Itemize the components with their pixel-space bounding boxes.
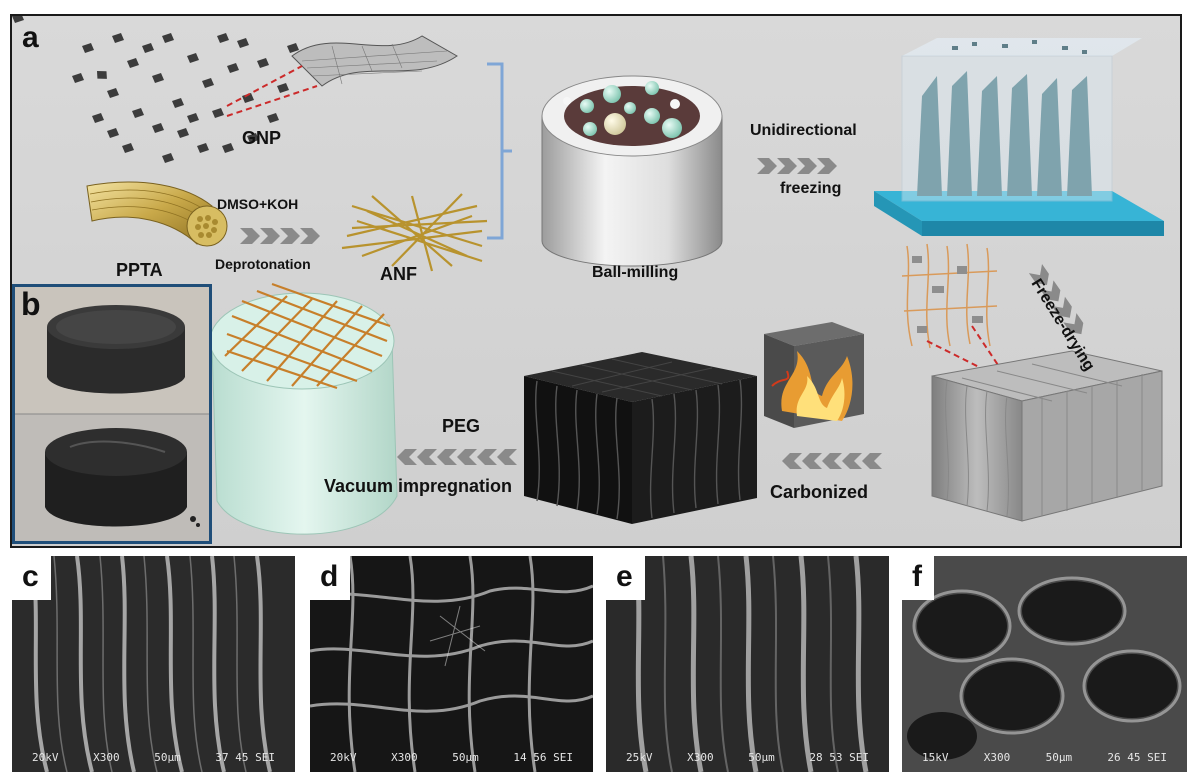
label-carbonized: Carbonized: [770, 482, 868, 503]
sem-kv: 15kV: [922, 751, 949, 764]
label-ball-milling: Ball-milling: [592, 264, 678, 282]
panel-label-a: a: [16, 22, 45, 56]
sem-info-bar-f: 15kV X300 50μm 26 45 SEI: [902, 751, 1187, 764]
sem-scale: 50μm: [1046, 751, 1073, 764]
sem-texture-e: [606, 556, 889, 772]
panel-label-c: c: [12, 556, 51, 600]
sem-texture-d: [310, 556, 593, 772]
sem-info: 28 53 SEI: [809, 751, 869, 764]
sem-mag: X300: [93, 751, 120, 764]
sem-image-d: d 20kV X300 50μm 14 56 SEI: [310, 556, 593, 772]
sem-image-e: e 25kV X300 50μm 28 53 SEI: [606, 556, 889, 772]
sem-texture-f: [902, 556, 1187, 772]
panel-b-photos: b: [12, 284, 212, 544]
label-gnp: GNP: [242, 128, 281, 149]
panel-label-e: e: [606, 556, 645, 600]
arrow-vacuum-impregnation: [397, 449, 517, 465]
sem-info: 37 45 SEI: [215, 751, 275, 764]
arrow-deprotonation: [240, 228, 320, 244]
panel-label-d: d: [310, 556, 350, 600]
ppta-fiber-bundle: [87, 182, 227, 246]
sem-image-c: c 20kV X300 50μm 37 45 SEI: [12, 556, 295, 772]
sem-image-f: f 15kV X300 50μm 26 45 SEI: [902, 556, 1187, 772]
graphene-sheet: [227, 36, 457, 116]
sample-photos: [15, 287, 209, 541]
arrow-freezing: [757, 158, 837, 174]
sem-info-bar-d: 20kV X300 50μm 14 56 SEI: [310, 751, 593, 764]
sem-mag: X300: [687, 751, 714, 764]
fiber-network-inset: [902, 244, 1002, 376]
sem-kv: 25kV: [626, 751, 653, 764]
sem-kv: 20kV: [330, 751, 357, 764]
anf-fibers: [342, 194, 487, 271]
label-deprotonation: Deprotonation: [215, 256, 311, 272]
carbon-aerogel-block: [524, 352, 757, 524]
sem-info-bar-c: 20kV X300 50μm 37 45 SEI: [12, 751, 295, 764]
combine-bracket: [487, 64, 512, 238]
sem-kv: 20kV: [32, 751, 59, 764]
label-ppta: PPTA: [116, 260, 163, 281]
label-vacuum-impregnation: Vacuum impregnation: [324, 476, 512, 497]
sem-texture-c: [12, 556, 295, 772]
panel-label-b: b: [15, 287, 47, 323]
label-freezing: freezing: [780, 180, 841, 198]
label-anf: ANF: [380, 264, 417, 285]
label-peg: PEG: [442, 416, 480, 437]
carbonized-cube: [764, 322, 864, 428]
label-unidirectional: Unidirectional: [750, 122, 857, 140]
sem-mag: X300: [984, 751, 1011, 764]
sem-info: 14 56 SEI: [513, 751, 573, 764]
aerogel-block: [932, 351, 1162, 521]
label-dmso-koh: DMSO+KOH: [217, 196, 298, 212]
sem-mag: X300: [391, 751, 418, 764]
freezing-mold: [874, 38, 1164, 236]
sem-info-bar-e: 25kV X300 50μm 28 53 SEI: [606, 751, 889, 764]
sem-scale: 50μm: [452, 751, 479, 764]
sem-info: 26 45 SEI: [1107, 751, 1167, 764]
sem-scale: 50μm: [154, 751, 181, 764]
ball-milling-jar: [542, 76, 722, 266]
sem-scale: 50μm: [748, 751, 775, 764]
arrow-carbonized: [782, 453, 882, 469]
panel-label-f: f: [902, 556, 934, 600]
